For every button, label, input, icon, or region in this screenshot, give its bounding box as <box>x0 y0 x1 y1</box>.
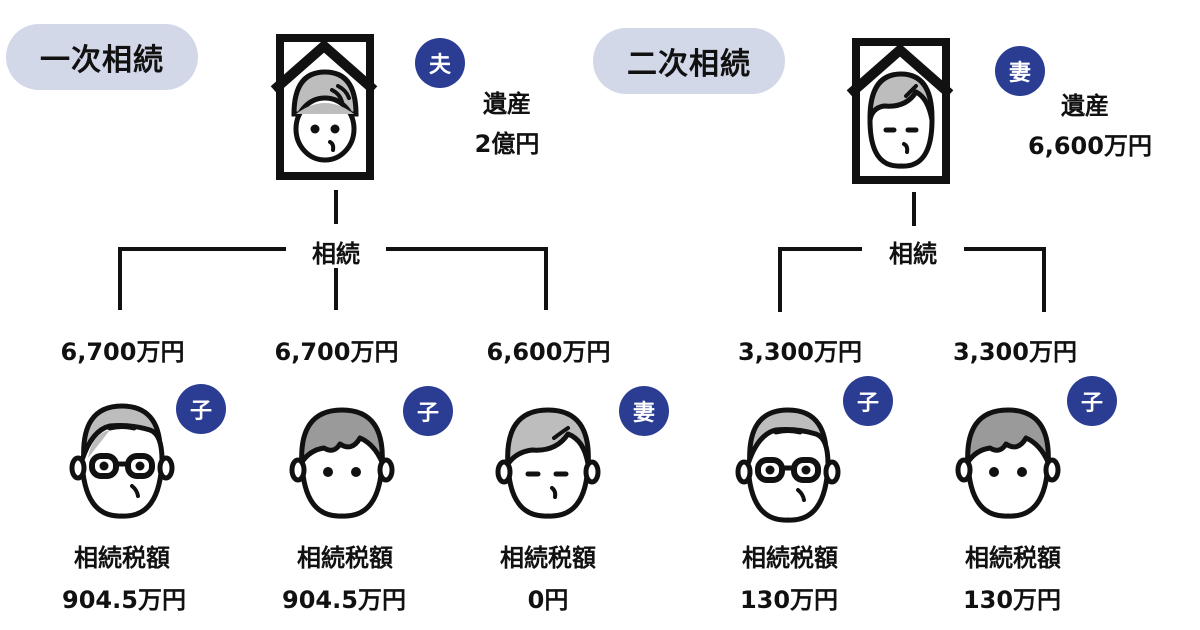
child-face-icon <box>955 407 1061 519</box>
estate-value: 2億円 <box>474 130 540 158</box>
heir-share: 3,300万円 <box>953 338 1077 366</box>
tax-label: 相続税額 <box>74 544 170 572</box>
tax-label: 相続税額 <box>297 544 393 572</box>
primary-title: 一次相続 <box>40 43 164 78</box>
estate-label: 遺産 <box>483 90 531 118</box>
tax-value: 904.5万円 <box>62 586 186 614</box>
child-glasses-face-icon <box>735 407 841 523</box>
role-badge-wife: 妻 <box>995 46 1045 96</box>
tax-label: 相続税額 <box>742 544 838 572</box>
tree-trunk-line <box>912 192 916 226</box>
tree-drop-2 <box>334 268 338 310</box>
tree-branch-left <box>118 247 286 251</box>
tree-branch-right <box>964 247 1046 251</box>
estate-label: 遺産 <box>1061 92 1109 120</box>
tree-drop-2 <box>1042 247 1046 312</box>
tax-label: 相続税額 <box>500 544 596 572</box>
role-badge-label: 妻 <box>1008 61 1031 86</box>
role-badge-child: 子 <box>176 384 226 434</box>
tree-trunk-line <box>334 190 338 224</box>
tree-branch-right <box>386 247 548 251</box>
child-glasses-face-icon <box>69 403 175 519</box>
secondary-title: 二次相続 <box>627 47 751 82</box>
role-badge-label: 子 <box>189 399 212 424</box>
tree-branch-left <box>778 247 862 251</box>
tree-drop-3 <box>544 247 548 310</box>
role-badge-label: 子 <box>416 401 439 426</box>
heir-share: 6,700万円 <box>60 338 185 366</box>
tree-drop-1 <box>118 247 122 310</box>
role-badge-label: 子 <box>856 391 879 416</box>
role-badge-husband: 夫 <box>415 38 465 88</box>
heir-share: 6,700万円 <box>274 338 399 366</box>
tree-drop-1 <box>778 247 782 312</box>
estate-value: 6,600万円 <box>1028 132 1152 160</box>
wife-face-icon <box>495 407 601 519</box>
child-face-icon <box>289 407 395 519</box>
split-label: 相続 <box>889 240 937 268</box>
role-badge-child: 子 <box>403 386 453 436</box>
tax-label: 相続税額 <box>965 544 1061 572</box>
heir-share: 3,300万円 <box>738 338 862 366</box>
tax-value: 130万円 <box>739 586 839 614</box>
role-badge-label: 夫 <box>428 53 451 78</box>
memorial-portrait-husband-icon <box>270 34 378 180</box>
role-badge-child: 子 <box>843 376 893 426</box>
tax-value: 130万円 <box>962 586 1062 614</box>
tax-value: 0円 <box>527 586 569 614</box>
role-badge-label: 妻 <box>632 401 655 426</box>
heir-share: 6,600万円 <box>486 338 611 366</box>
role-badge-wife: 妻 <box>619 386 669 436</box>
memorial-portrait-wife-icon <box>846 38 954 184</box>
role-badge-child: 子 <box>1067 376 1117 426</box>
primary-title-pill: 一次相続 <box>6 24 198 90</box>
split-label: 相続 <box>312 240 360 268</box>
tax-value: 904.5万円 <box>282 586 406 614</box>
secondary-title-pill: 二次相続 <box>593 28 785 94</box>
role-badge-label: 子 <box>1080 391 1103 416</box>
